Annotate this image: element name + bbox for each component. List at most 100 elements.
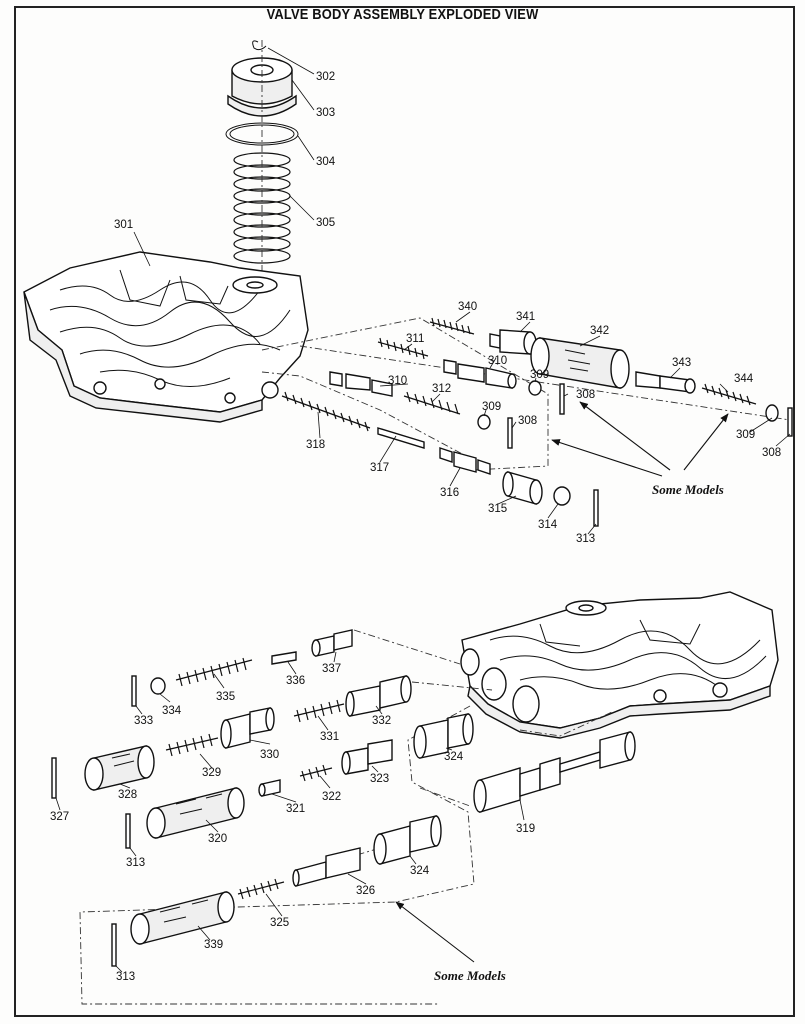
label-332: 332 bbox=[372, 715, 391, 727]
valve-row-331 bbox=[220, 675, 412, 749]
pin-333 bbox=[131, 675, 137, 707]
upper-callout-arrows bbox=[551, 401, 729, 477]
rod-317 bbox=[377, 427, 425, 449]
label-312: 312 bbox=[432, 383, 451, 395]
spring-325 bbox=[237, 878, 285, 900]
label-302: 302 bbox=[316, 71, 335, 83]
pin-313b bbox=[111, 923, 117, 967]
label-315: 315 bbox=[488, 503, 507, 515]
label-309b: 309 bbox=[482, 401, 501, 413]
label-305: 305 bbox=[316, 217, 335, 229]
valve-body-301 bbox=[23, 251, 309, 423]
plug-309b bbox=[477, 414, 491, 430]
lower-part-labels: 337 336 335 334 333 332 331 330 324 329 … bbox=[50, 663, 535, 983]
pin-313 bbox=[593, 489, 599, 527]
valve-319 bbox=[473, 731, 636, 813]
label-330: 330 bbox=[260, 749, 279, 761]
pin-308b bbox=[507, 417, 513, 449]
upper-part-labels: 302 303 304 305 301 340 341 342 311 310 … bbox=[114, 71, 781, 545]
valve-310a bbox=[457, 363, 485, 383]
spring-311 bbox=[377, 337, 429, 360]
label-329: 329 bbox=[202, 767, 221, 779]
label-344: 344 bbox=[734, 373, 754, 385]
label-322: 322 bbox=[322, 791, 341, 803]
label-320: 320 bbox=[208, 833, 227, 845]
label-304: 304 bbox=[316, 156, 336, 168]
spring-312 bbox=[403, 391, 461, 415]
label-326: 326 bbox=[356, 885, 375, 897]
valve-row-312 bbox=[329, 371, 513, 449]
label-313b: 313 bbox=[116, 971, 135, 983]
label-324b: 324 bbox=[410, 865, 430, 877]
label-301: 301 bbox=[114, 219, 133, 231]
valve-316 bbox=[453, 451, 477, 473]
sleeve-342 bbox=[539, 337, 621, 389]
lower-region-dashline bbox=[79, 705, 475, 1005]
valve-row-340 bbox=[299, 317, 793, 437]
label-309a: 309 bbox=[530, 369, 549, 381]
label-310a: 310 bbox=[488, 355, 507, 367]
lower-leader-lines bbox=[55, 651, 525, 973]
valve-row-318 bbox=[281, 391, 599, 527]
valve-326 bbox=[295, 861, 327, 887]
label-327: 327 bbox=[50, 811, 69, 823]
diagram-border bbox=[14, 6, 795, 1017]
upper-leader-lines bbox=[133, 47, 791, 535]
lower-some-models-callout: Some Models bbox=[434, 968, 506, 983]
label-317: 317 bbox=[370, 462, 389, 474]
label-311: 311 bbox=[406, 333, 424, 345]
plug-309a bbox=[528, 380, 542, 396]
pin-327 bbox=[51, 757, 57, 799]
upper-region-dashline bbox=[261, 317, 549, 471]
label-333: 333 bbox=[134, 715, 153, 727]
spring-322 bbox=[299, 764, 333, 782]
label-321: 321 bbox=[286, 803, 305, 815]
label-324a: 324 bbox=[444, 751, 464, 763]
valve-row-335 bbox=[131, 629, 353, 707]
plug-334 bbox=[150, 677, 166, 695]
rod-336 bbox=[271, 651, 297, 665]
label-331: 331 bbox=[320, 731, 339, 743]
spring-329 bbox=[165, 733, 219, 757]
label-313: 313 bbox=[576, 533, 595, 545]
label-314: 314 bbox=[538, 519, 558, 531]
label-328: 328 bbox=[118, 789, 137, 801]
valve-row-322 bbox=[125, 764, 333, 849]
label-319: 319 bbox=[516, 823, 535, 835]
label-337: 337 bbox=[322, 663, 341, 675]
spring-335 bbox=[175, 657, 253, 687]
lower-callout-arrow bbox=[395, 901, 475, 963]
plug-309c bbox=[765, 404, 779, 422]
valve-343 bbox=[635, 371, 661, 389]
pin-308a bbox=[559, 383, 565, 415]
label-303: 303 bbox=[316, 107, 335, 119]
spring-344 bbox=[701, 383, 757, 406]
label-340: 340 bbox=[458, 301, 477, 313]
valve-row-311 bbox=[377, 337, 565, 415]
label-335: 335 bbox=[216, 691, 235, 703]
label-336: 336 bbox=[286, 675, 305, 687]
sleeve-320 bbox=[155, 787, 237, 839]
accumulator-stack bbox=[225, 40, 299, 290]
label-342: 342 bbox=[590, 325, 609, 337]
valve-337 bbox=[333, 629, 353, 651]
label-308a: 308 bbox=[576, 389, 595, 401]
lower-valve-body bbox=[460, 591, 779, 739]
valve-row-326 bbox=[111, 815, 442, 967]
diagram-title: VALVE BODY ASSEMBLY EXPLODED VIEW bbox=[266, 6, 539, 23]
plug-314 bbox=[553, 486, 571, 506]
label-325: 325 bbox=[270, 917, 289, 929]
pin-308c bbox=[787, 407, 793, 437]
valve-310b bbox=[345, 373, 371, 391]
spring-318 bbox=[281, 391, 371, 432]
label-341: 341 bbox=[516, 311, 535, 323]
spring-340 bbox=[429, 317, 475, 335]
label-313a: 313 bbox=[126, 857, 145, 869]
label-308c: 308 bbox=[762, 447, 781, 459]
label-318: 318 bbox=[306, 439, 325, 451]
label-316: 316 bbox=[440, 487, 459, 499]
label-334: 334 bbox=[162, 705, 182, 717]
pin-313a bbox=[125, 813, 131, 849]
